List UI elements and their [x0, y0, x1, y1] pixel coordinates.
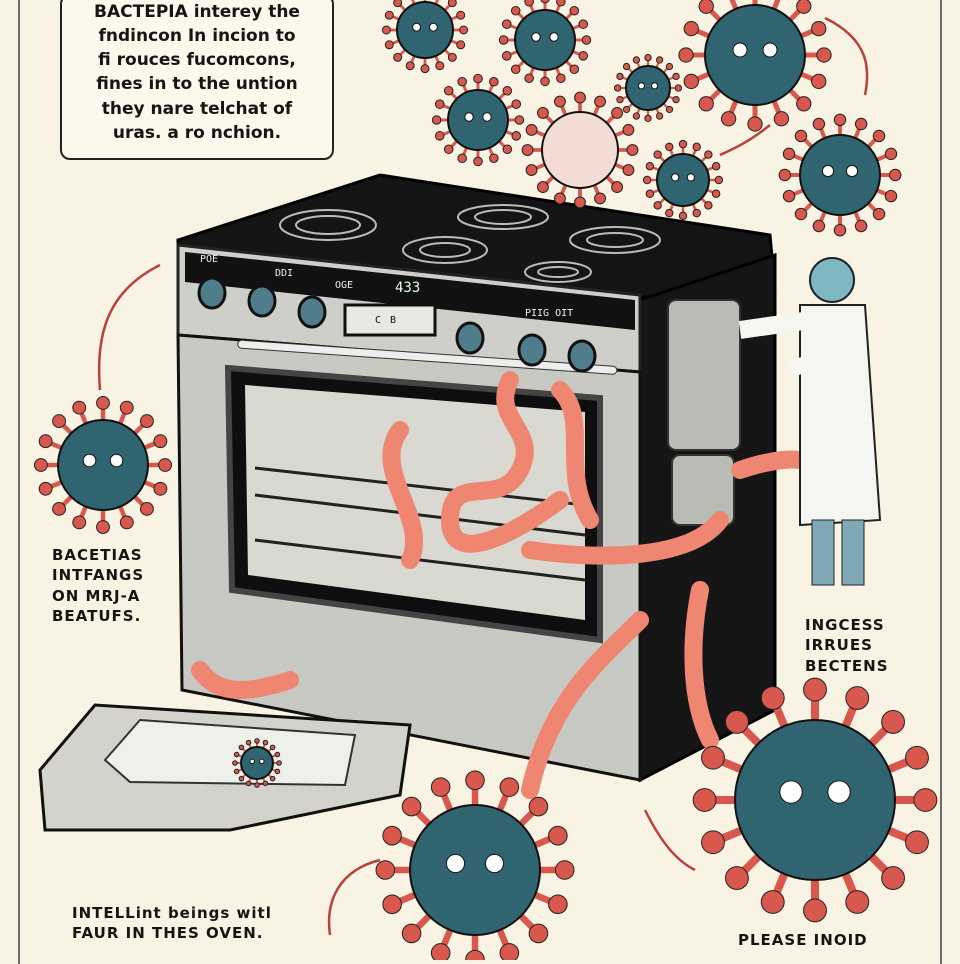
- top-line: BACTEPIA interey the: [94, 2, 300, 22]
- left-caption: BACETIAS INTFANGS ON MRJ-A BEATUFS.: [52, 545, 144, 626]
- oven-knob: [297, 295, 327, 329]
- top-line: fines in to the untion: [96, 74, 298, 95]
- panel-label: OGE: [335, 280, 354, 291]
- oven-knob: [567, 339, 597, 373]
- top-line: fi rouces fucomcons,: [98, 50, 296, 71]
- display-button: C: [375, 315, 382, 326]
- virus: [33, 395, 173, 535]
- arrows: [97, 16, 869, 936]
- panel-label: POE: [200, 254, 219, 265]
- caption-line: INTELLint beings witl: [72, 904, 272, 922]
- burners: [279, 204, 661, 283]
- virus: [692, 677, 938, 923]
- virus: [521, 91, 639, 209]
- caption-line: BACETIAS: [52, 546, 143, 564]
- bottom-left-caption: INTELLint beings witl FAUR IN THES OVEN.: [72, 903, 272, 944]
- virus: [678, 0, 832, 132]
- caption-line: INGCESS: [805, 616, 885, 634]
- caption-line: BEATUFS.: [52, 606, 142, 625]
- top-text-box: BACTEPIA interey the fndincon In incion …: [60, 0, 334, 160]
- bottom-right-caption: PLEASE INOID: [738, 931, 868, 949]
- control-strip: [185, 252, 635, 330]
- virus: [232, 738, 282, 788]
- top-line: uras. a ro nchion.: [112, 122, 282, 143]
- top-line: fndincon In incion to: [98, 26, 296, 47]
- scientist: [738, 257, 882, 586]
- tray-inner: [103, 718, 357, 787]
- panel-label: DDI: [275, 268, 294, 279]
- virus: [642, 139, 724, 221]
- virus: [431, 73, 525, 167]
- panel-label: PIIG OIT: [525, 308, 574, 319]
- caption-line: INTFANGS: [52, 566, 145, 585]
- oven-knob: [455, 321, 485, 355]
- display-box: [343, 303, 437, 337]
- oven-knob: [247, 284, 277, 318]
- virus-group: [33, 0, 938, 960]
- oven-handle: [237, 339, 618, 375]
- oven-display: 433: [395, 280, 421, 296]
- oven-knob: [197, 276, 227, 310]
- virus: [613, 53, 683, 123]
- virus: [778, 113, 902, 237]
- oven-interior: [245, 385, 585, 620]
- right-caption: INGCESS IRRUES BECTENS: [805, 615, 889, 676]
- virus: [375, 770, 575, 960]
- caption-line: ON MRJ-A: [52, 586, 141, 605]
- top-line: they nare telchat of: [101, 98, 293, 119]
- virus: [381, 0, 469, 74]
- oven-knob: [517, 333, 547, 367]
- side-panel: [667, 299, 741, 451]
- page-frame: [18, 0, 942, 964]
- virus: [498, 0, 592, 87]
- caption-line: FAUR IN THES OVEN.: [72, 924, 264, 943]
- display-button: B: [390, 315, 397, 326]
- caption-line: BECTENS: [805, 656, 889, 675]
- caption-line: IRRUES: [805, 636, 873, 655]
